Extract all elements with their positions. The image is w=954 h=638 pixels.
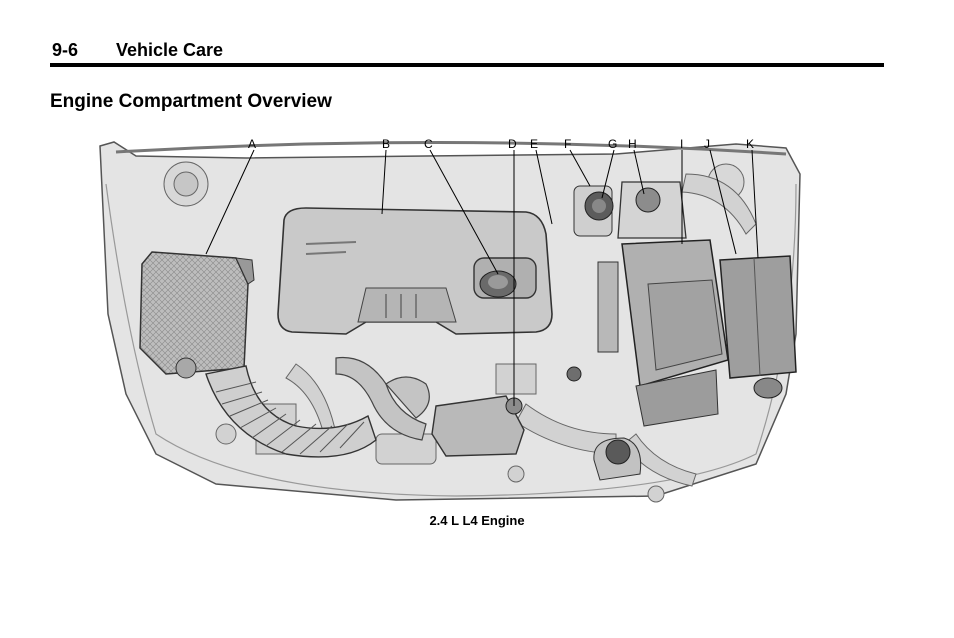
section-title: Vehicle Care [116, 40, 224, 60]
brake-fluid-reservoir [573, 185, 614, 237]
callout-e: E [530, 137, 538, 151]
callout-j: J [704, 137, 710, 151]
page-title: Engine Compartment Overview [50, 91, 332, 112]
callout-h: H [628, 137, 637, 151]
air-cleaner [139, 251, 255, 379]
engine-oil-dipstick [431, 395, 525, 457]
callout-i: I [680, 137, 683, 151]
callout-k: K [746, 137, 754, 151]
figure-caption: 2.4 L L4 Engine [429, 513, 525, 528]
fuse-strip [597, 261, 619, 353]
engine-cover [277, 207, 553, 335]
header-rule [50, 63, 884, 67]
callout-d: D [508, 137, 517, 151]
engine-oil-fill-cap [473, 257, 537, 299]
callout-f: F [564, 137, 571, 151]
page-number: 9-6 [52, 40, 79, 60]
callout-lines [205, 149, 759, 406]
coolant-reservoir [617, 181, 687, 239]
callout-g: G [608, 137, 617, 151]
page-header: 9-6 Vehicle Care [52, 40, 884, 66]
battery [719, 255, 797, 399]
reservoir-cap [566, 366, 582, 382]
engine-compartment-illustration: A B C D E F G H I J K [96, 134, 802, 506]
fuse-block [621, 239, 729, 427]
callout-labels: A B C D E F G H I J K [248, 137, 754, 151]
exhaust-manifold [335, 356, 430, 441]
callout-a: A [248, 137, 256, 151]
intake-hose [205, 365, 377, 458]
callout-b: B [382, 137, 390, 151]
callout-c: C [424, 137, 433, 151]
washer-fluid-cap [593, 437, 642, 481]
